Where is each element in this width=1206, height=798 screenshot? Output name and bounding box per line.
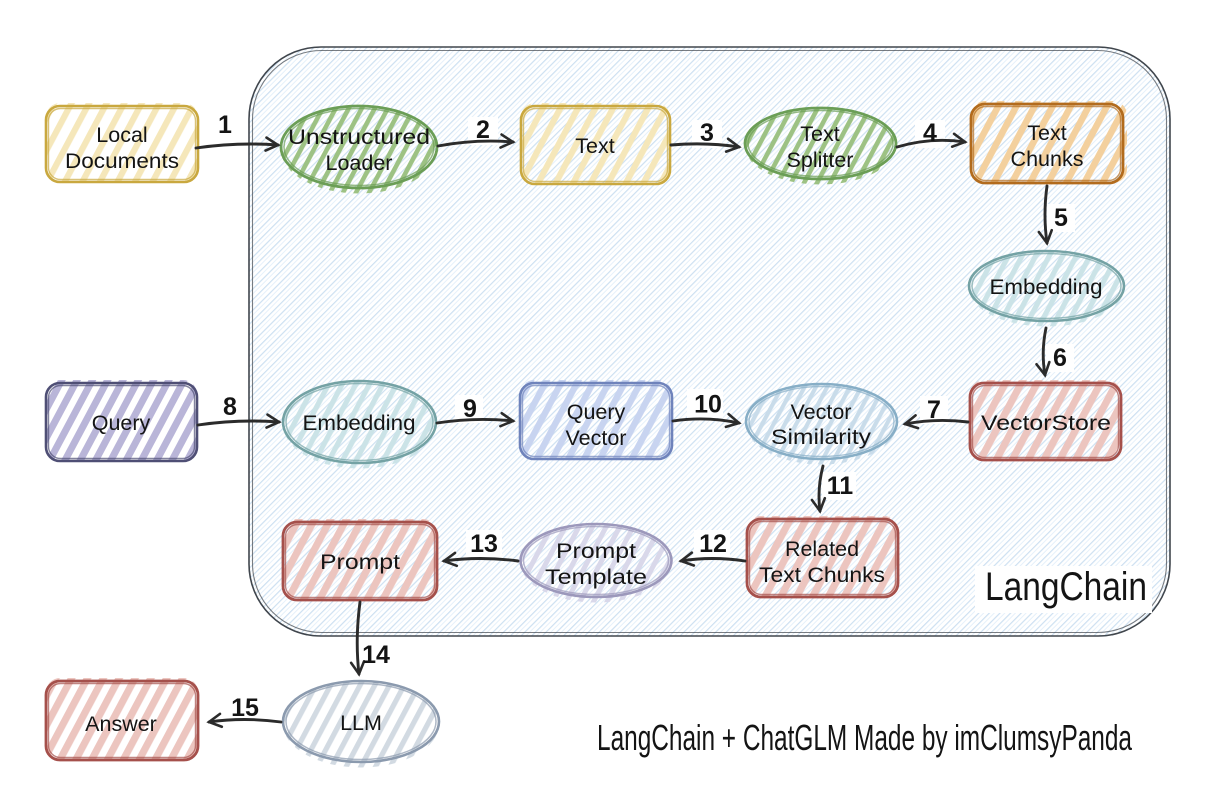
svg-text:Embedding: Embedding: [303, 411, 416, 435]
svg-text:Answer: Answer: [85, 712, 157, 736]
svg-text:Prompt: Prompt: [556, 539, 636, 563]
svg-text:Query: Query: [92, 411, 151, 435]
svg-text:1: 1: [218, 111, 232, 139]
svg-text:LangChain + ChatGLM Made by im: LangChain + ChatGLM Made by imClumsyPand…: [597, 717, 1133, 758]
svg-text:7: 7: [927, 396, 941, 424]
svg-text:Splitter: Splitter: [787, 148, 854, 172]
svg-text:Embedding: Embedding: [990, 275, 1103, 299]
svg-text:Unstructured: Unstructured: [288, 125, 430, 149]
svg-text:5: 5: [1054, 204, 1068, 232]
svg-text:10: 10: [694, 391, 722, 419]
svg-text:Prompt: Prompt: [320, 550, 400, 574]
svg-text:Template: Template: [545, 565, 647, 589]
svg-text:4: 4: [923, 119, 937, 147]
svg-text:Text: Text: [1027, 121, 1066, 145]
svg-text:8: 8: [223, 393, 237, 421]
svg-text:Text: Text: [575, 134, 614, 158]
svg-text:Local: Local: [96, 123, 147, 147]
svg-text:6: 6: [1053, 344, 1067, 372]
svg-text:12: 12: [699, 530, 727, 558]
svg-text:3: 3: [700, 119, 714, 147]
svg-text:Related: Related: [785, 537, 859, 561]
svg-text:Chunks: Chunks: [1011, 147, 1084, 171]
svg-text:Vector: Vector: [566, 426, 627, 450]
svg-text:LLM: LLM: [340, 711, 382, 735]
svg-text:13: 13: [470, 530, 498, 558]
svg-text:Vector: Vector: [791, 400, 852, 424]
svg-text:LangChain: LangChain: [985, 565, 1147, 609]
svg-text:VectorStore: VectorStore: [981, 411, 1111, 435]
svg-text:Query: Query: [567, 400, 626, 424]
svg-text:Text Chunks: Text Chunks: [759, 563, 885, 587]
svg-text:Loader: Loader: [326, 151, 393, 175]
svg-text:15: 15: [231, 694, 259, 722]
svg-text:2: 2: [476, 116, 490, 144]
svg-text:Text: Text: [800, 122, 839, 146]
svg-text:14: 14: [362, 641, 390, 669]
svg-text:Documents: Documents: [65, 149, 179, 173]
svg-text:9: 9: [463, 395, 477, 423]
svg-text:Similarity: Similarity: [771, 425, 871, 449]
svg-text:11: 11: [827, 472, 854, 500]
